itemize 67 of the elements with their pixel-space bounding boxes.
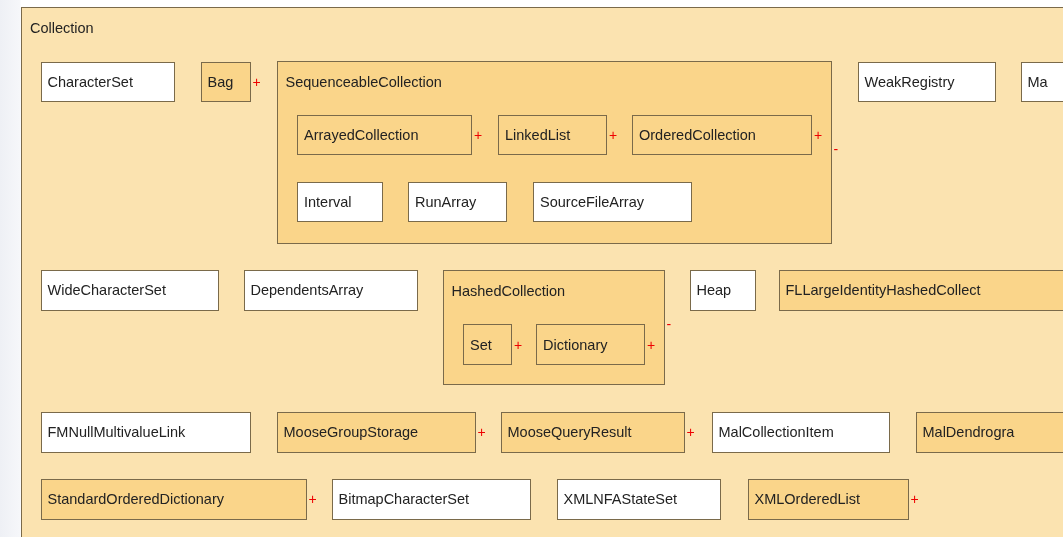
class-name: ArrayedCollection <box>303 127 419 143</box>
package-box <box>442 269 665 385</box>
visibility-marker: - <box>833 141 839 156</box>
visibility-marker: - <box>666 316 672 331</box>
class-name: WideCharacterSet <box>46 282 166 298</box>
package-box <box>21 7 1063 537</box>
class-name: MooseQueryResult <box>506 424 632 440</box>
visibility-marker: + <box>647 337 656 352</box>
visibility-marker: + <box>477 425 486 439</box>
class-name: OrderedCollection <box>638 127 756 143</box>
class-name: Bag <box>206 73 234 90</box>
class-name: LinkedList <box>504 127 571 143</box>
class-box <box>500 411 685 453</box>
class-name: Heap <box>695 282 732 298</box>
class-box <box>536 324 645 365</box>
visibility-marker: + <box>252 74 261 89</box>
class-name: FLLargeIdentityHashedCollect <box>784 282 981 298</box>
class-box <box>40 269 219 311</box>
class-box <box>200 61 251 102</box>
class-box <box>632 115 812 155</box>
class-name: Dictionary <box>542 336 608 353</box>
class-box <box>689 269 756 311</box>
class-box <box>463 324 512 365</box>
class-box <box>276 411 476 453</box>
package-box <box>276 60 832 244</box>
class-name: XMLOrderedList <box>753 491 861 507</box>
class-name: SourceFileArray <box>539 194 644 210</box>
class-box <box>556 478 721 520</box>
class-box <box>711 411 890 453</box>
class-name: MooseGroupStorage <box>282 424 419 440</box>
class-box <box>408 182 507 222</box>
class-box <box>857 61 996 102</box>
class-name: CharacterSet <box>46 73 133 90</box>
class-box <box>915 411 1063 453</box>
class-name: MalDendrogra <box>921 424 1015 440</box>
class-name: BitmapCharacterSet <box>337 491 470 507</box>
class-name: DependentsArray <box>249 282 364 298</box>
package-name: SequenceableCollection <box>284 73 442 90</box>
class-box <box>40 61 175 102</box>
class-box <box>747 478 909 520</box>
class-name: MalCollectionItem <box>717 424 834 440</box>
class-box <box>331 478 531 520</box>
visibility-marker: + <box>308 492 317 506</box>
class-name: Interval <box>303 194 352 210</box>
class-name: StandardOrderedDictionary <box>46 491 224 507</box>
visibility-marker: + <box>814 128 823 142</box>
class-box <box>778 269 1063 311</box>
class-box <box>40 411 251 453</box>
visibility-marker: + <box>609 128 618 142</box>
class-box <box>297 115 472 155</box>
class-box <box>533 182 692 222</box>
visibility-marker: + <box>474 128 483 142</box>
class-name: Ma <box>1026 73 1048 90</box>
class-name: RunArray <box>414 194 477 210</box>
class-box <box>243 269 418 311</box>
class-box <box>297 182 383 222</box>
class-name: WeakRegistry <box>863 73 955 90</box>
class-name: Set <box>469 336 492 353</box>
class-box <box>40 478 307 520</box>
class-box <box>498 115 607 155</box>
class-name: XMLNFAStateSet <box>562 491 678 507</box>
visibility-marker: + <box>514 337 523 352</box>
class-name: FMNullMultivalueLink <box>46 424 186 440</box>
package-name: HashedCollection <box>450 282 566 299</box>
visibility-marker: + <box>686 425 695 439</box>
package-name: Collection <box>29 20 94 36</box>
visibility-marker: + <box>910 492 919 506</box>
